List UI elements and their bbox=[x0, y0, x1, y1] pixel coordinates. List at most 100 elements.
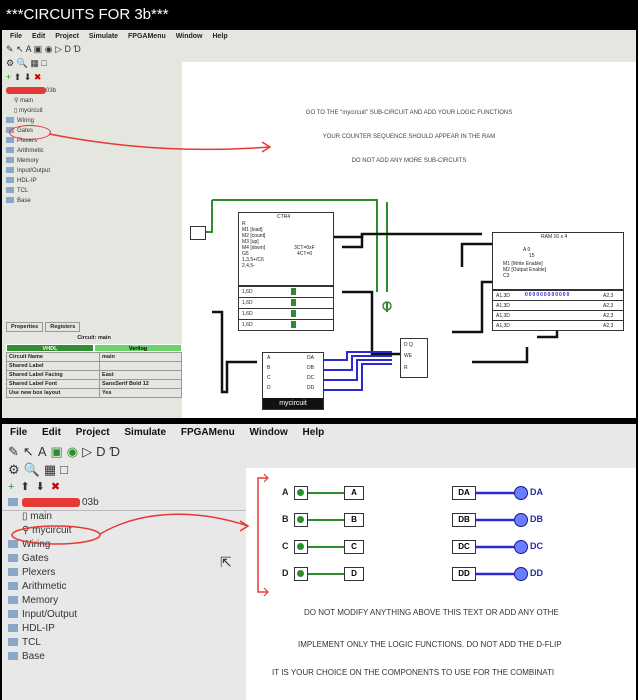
move-up-icon[interactable]: ⬆ bbox=[13, 72, 22, 82]
search-icon[interactable]: 🔍 bbox=[16, 58, 28, 68]
output-pin-dd[interactable] bbox=[514, 567, 528, 581]
input-pin-c[interactable] bbox=[294, 540, 308, 554]
menu-simulate[interactable]: Simulate bbox=[88, 33, 119, 40]
d-flipflop[interactable]: D Q WE R bbox=[400, 338, 428, 378]
tree-mycircuit[interactable]: ⚲ mycircuit bbox=[22, 525, 72, 536]
tunnel-db[interactable]: DB bbox=[452, 513, 476, 527]
tree-wiring[interactable]: Wiring bbox=[6, 116, 181, 126]
tab-properties[interactable]: Properties bbox=[6, 322, 44, 332]
select-tool-icon[interactable]: ↖ bbox=[16, 44, 24, 54]
not-gate-icon[interactable]: ▷ bbox=[82, 444, 97, 459]
tunnel-d[interactable]: D bbox=[344, 567, 364, 581]
tunnel-dc[interactable]: DC bbox=[452, 540, 476, 554]
tree-io[interactable]: Input/Output bbox=[8, 608, 238, 622]
hdl-vhdl[interactable]: VHDL bbox=[6, 344, 94, 352]
top-canvas[interactable]: GO TO THE "mycircuit" SUB-CIRCUIT AND AD… bbox=[182, 62, 636, 418]
output-pin-icon[interactable]: ◉ bbox=[44, 44, 53, 54]
output-pin-icon[interactable]: ◉ bbox=[66, 444, 83, 459]
delete-icon[interactable]: ✖ bbox=[33, 72, 42, 82]
tree-plexers[interactable]: Plexers bbox=[6, 136, 181, 146]
tree-memory[interactable]: Memory bbox=[6, 156, 181, 166]
bottom-canvas[interactable]: A B C D A B C D DA DB DC DD DA DB DC DD … bbox=[246, 468, 636, 700]
state-icon[interactable]: □ bbox=[60, 462, 72, 477]
input-pin-d[interactable] bbox=[294, 567, 308, 581]
layout-icon[interactable]: ⚙ bbox=[8, 462, 24, 477]
output-pin-da[interactable] bbox=[514, 486, 528, 500]
tree-project[interactable]: 03b bbox=[8, 496, 238, 510]
tunnel-b[interactable]: B bbox=[344, 513, 364, 527]
or-gate-icon[interactable]: Ɗ bbox=[73, 44, 81, 54]
input-pin-icon[interactable]: ▣ bbox=[50, 444, 67, 459]
select-tool-icon[interactable]: ↖ bbox=[22, 444, 38, 459]
tree-arithmetic[interactable]: Arithmetic bbox=[8, 580, 238, 594]
tree-project[interactable]: 03b bbox=[6, 86, 181, 96]
input-pin-a[interactable] bbox=[294, 486, 308, 500]
menu-help[interactable]: Help bbox=[212, 33, 228, 40]
menu-file[interactable]: File bbox=[10, 427, 28, 438]
hdl-verilog[interactable]: Verilog bbox=[94, 344, 182, 352]
or-gate-icon[interactable]: Ɗ bbox=[109, 444, 125, 459]
tunnel-dd[interactable]: DD bbox=[452, 567, 476, 581]
move-down-icon[interactable]: ⬇ bbox=[35, 481, 51, 493]
move-down-icon[interactable]: ⬇ bbox=[23, 72, 32, 82]
tree-io[interactable]: Input/Output bbox=[6, 166, 181, 176]
add-circuit-icon[interactable]: + bbox=[8, 481, 21, 493]
tree-arithmetic[interactable]: Arithmetic bbox=[6, 146, 181, 156]
text-tool-icon[interactable]: A bbox=[25, 44, 32, 54]
delete-icon[interactable]: ✖ bbox=[50, 481, 67, 493]
tree-hdl[interactable]: HDL-IP bbox=[6, 176, 181, 186]
state-icon[interactable]: □ bbox=[41, 58, 47, 68]
menu-file[interactable]: File bbox=[10, 33, 23, 40]
and-gate-icon[interactable]: D bbox=[64, 44, 72, 54]
tunnel-a[interactable]: A bbox=[344, 486, 364, 500]
menu-help[interactable]: Help bbox=[302, 427, 325, 438]
text-tool-icon[interactable]: A bbox=[37, 444, 51, 459]
mycircuit-block[interactable]: A B C D DA DB DC DD mycircuit bbox=[262, 352, 324, 410]
ram-16x4[interactable]: RAM 16 x 4 A 0 15 M1 [Write Enable] M2 [… bbox=[492, 232, 624, 290]
ctr4-counter[interactable]: CTR4 R M1 [load] M2 [count] M3 [up] M4 [… bbox=[238, 212, 334, 286]
tree-base[interactable]: Base bbox=[6, 196, 181, 206]
edit-tool-icon[interactable]: ✎ bbox=[8, 444, 23, 459]
edit-tool-icon[interactable]: ✎ bbox=[6, 44, 14, 54]
circuit-name-value[interactable]: main bbox=[99, 352, 182, 362]
label-font-value[interactable]: SansSerif Bold 12 bbox=[99, 379, 182, 389]
appearance-icon[interactable]: ▦ bbox=[30, 58, 39, 68]
add-circuit-icon[interactable]: + bbox=[6, 72, 12, 82]
output-pin-dc[interactable] bbox=[514, 540, 528, 554]
tree-main[interactable]: ⚲ main bbox=[14, 98, 34, 104]
appearance-icon[interactable]: ▦ bbox=[43, 462, 61, 477]
box-layout-value[interactable]: Yes bbox=[99, 388, 182, 398]
label-facing-value[interactable]: East bbox=[99, 370, 182, 380]
tunnel-da[interactable]: DA bbox=[452, 486, 476, 500]
menu-simulate[interactable]: Simulate bbox=[124, 427, 167, 438]
menu-project[interactable]: Project bbox=[75, 427, 110, 438]
move-up-icon[interactable]: ⬆ bbox=[20, 481, 36, 493]
menu-window[interactable]: Window bbox=[249, 427, 288, 438]
tree-tcl[interactable]: TCL bbox=[8, 636, 238, 650]
tree-plexers[interactable]: Plexers bbox=[8, 566, 238, 580]
menu-edit[interactable]: Edit bbox=[32, 33, 46, 40]
tree-wiring[interactable]: Wiring bbox=[8, 538, 238, 552]
tree-mycircuit[interactable]: ▯ mycircuit bbox=[14, 108, 43, 114]
tree-main[interactable]: ▯ main bbox=[22, 511, 52, 522]
tab-registers[interactable]: Registers bbox=[45, 322, 81, 332]
clock-pin[interactable] bbox=[190, 226, 206, 240]
tree-tcl[interactable]: TCL bbox=[6, 186, 181, 196]
tree-memory[interactable]: Memory bbox=[8, 594, 238, 608]
input-pin-icon[interactable]: ▣ bbox=[33, 44, 43, 54]
input-pin-b[interactable] bbox=[294, 513, 308, 527]
tree-base[interactable]: Base bbox=[8, 650, 238, 664]
not-gate-icon[interactable]: ▷ bbox=[55, 44, 62, 54]
layout-icon[interactable]: ⚙ bbox=[6, 58, 15, 68]
shared-label-value[interactable] bbox=[99, 361, 182, 371]
menu-project[interactable]: Project bbox=[55, 33, 79, 40]
tree-hdl[interactable]: HDL-IP bbox=[8, 622, 238, 636]
and-gate-icon[interactable]: D bbox=[96, 444, 110, 459]
search-icon[interactable]: 🔍 bbox=[23, 462, 44, 477]
menu-window[interactable]: Window bbox=[175, 33, 203, 40]
menu-fpga[interactable]: FPGAMenu bbox=[128, 33, 166, 40]
tunnel-c[interactable]: C bbox=[344, 540, 364, 554]
menu-fpga[interactable]: FPGAMenu bbox=[180, 427, 235, 438]
output-pin-db[interactable] bbox=[514, 513, 528, 527]
menu-edit[interactable]: Edit bbox=[42, 427, 61, 438]
